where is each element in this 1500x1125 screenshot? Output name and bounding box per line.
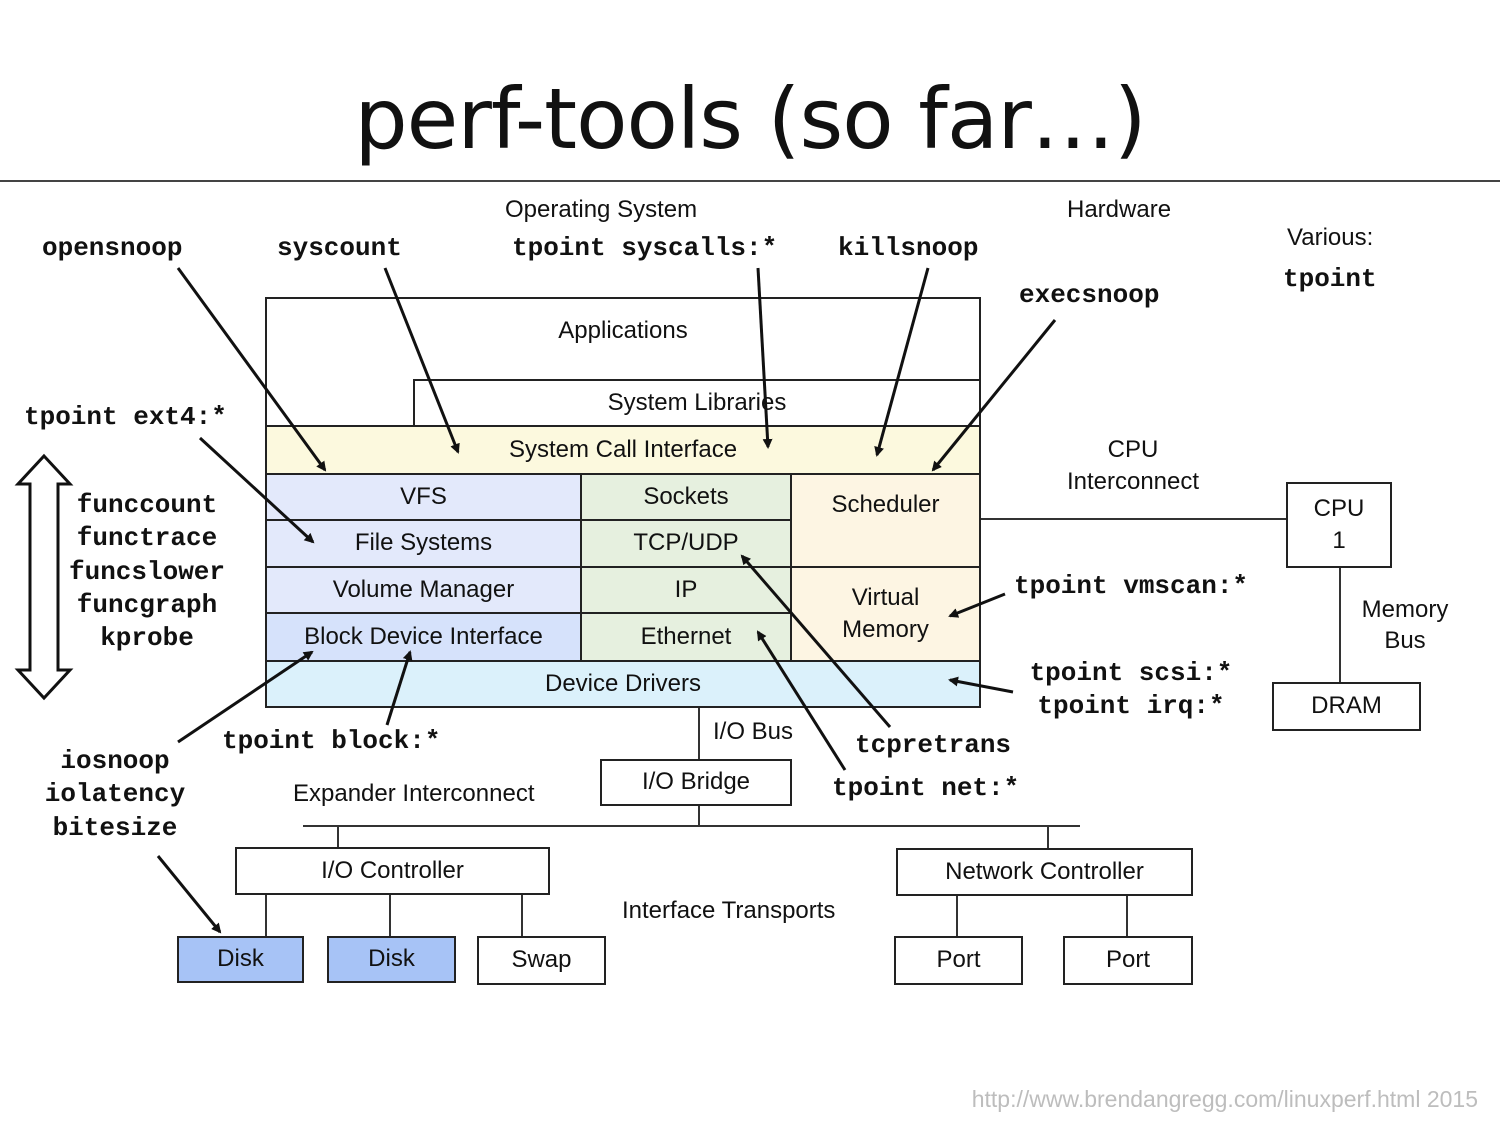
tool-functrace: functrace — [76, 523, 218, 554]
cpu-box: CPU 1 — [1286, 482, 1392, 568]
port-box-2: Port — [1063, 936, 1193, 985]
tool-tpoint-block: tpoint block:* — [222, 726, 441, 756]
tool-opensnoop: opensnoop — [42, 233, 183, 263]
operating-system-heading: Operating System — [505, 196, 698, 223]
tcp-udp-layer: TCP/UDP — [580, 519, 792, 568]
network-controller-label: Network Controller — [945, 857, 1144, 885]
system-libraries-label: System Libraries — [607, 388, 787, 416]
tool-tpoint-vmscan: tpoint vmscan:* — [1014, 571, 1249, 601]
tool-syscount: syscount — [277, 233, 402, 263]
scheduler-layer: Scheduler — [790, 473, 981, 568]
tool-funcslower: funcslower — [68, 556, 226, 587]
arrow-bitesize — [156, 855, 222, 934]
various-heading: Various: — [1287, 224, 1374, 251]
ethernet-layer: Ethernet — [580, 612, 792, 662]
cpu-interconnect-label: CPU Interconnect — [1058, 434, 1208, 499]
io-tools-list: iosnoop iolatency bitesize — [30, 745, 200, 845]
tool-killsnoop: killsnoop — [838, 233, 979, 263]
tool-execsnoop: execsnoop — [1019, 280, 1160, 310]
io-bus-label: I/O Bus — [713, 718, 794, 745]
virtual-memory-label-line1: Virtual — [851, 583, 920, 611]
arrow-killsnoop — [874, 267, 930, 457]
tool-kprobe: kprobe — [100, 623, 194, 654]
ip-layer: IP — [580, 566, 792, 614]
tcp-udp-label: TCP/UDP — [633, 529, 739, 557]
tool-funccount: funccount — [76, 490, 218, 520]
ethernet-label: Ethernet — [640, 622, 732, 650]
cpu-interconnect-line2: Interconnect — [1066, 468, 1200, 496]
tool-tpoint-irq: tpoint irq:* — [1037, 691, 1225, 722]
disk-label-1: Disk — [217, 945, 264, 973]
io-controller-box: I/O Controller — [235, 847, 550, 895]
vfs-label: VFS — [400, 482, 447, 510]
sockets-label: Sockets — [643, 482, 729, 510]
io-controller-label: I/O Controller — [321, 856, 464, 884]
system-call-interface-layer: System Call Interface — [265, 425, 981, 475]
tool-tcpretrans: tcpretrans — [855, 730, 1012, 760]
expander-interconnect-label: Expander Interconnect — [293, 780, 535, 807]
tool-tpoint: tpoint — [1283, 264, 1377, 294]
ip-label: IP — [674, 575, 698, 603]
scheduler-label: Scheduler — [831, 491, 940, 518]
tool-tpoint-scsi: tpoint scsi:* — [1029, 658, 1233, 688]
func-tools-list: funccount functrace funcslower funcgraph… — [62, 489, 232, 655]
swap-box: Swap — [477, 936, 606, 985]
arrow-tpoint-scsi — [948, 676, 1014, 694]
dram-box: DRAM — [1272, 682, 1421, 731]
arrow-syscount — [383, 267, 460, 454]
io-bridge-box: I/O Bridge — [600, 759, 792, 806]
arrow-tpoint-vmscan — [948, 592, 1006, 618]
arrow-iosnoop — [177, 650, 314, 744]
block-device-interface-label: Block Device Interface — [304, 622, 543, 650]
port-box-1: Port — [894, 936, 1023, 985]
tool-tpoint-ext4: tpoint ext4:* — [24, 402, 227, 432]
arrow-opensnoop — [176, 267, 327, 472]
tool-tpoint-net: tpoint net:* — [832, 773, 1020, 803]
double-arrow-icon — [14, 453, 74, 701]
slide-title: perf-tools (so far…) — [354, 70, 1146, 168]
disk-box-1: Disk — [177, 936, 304, 983]
sockets-layer: Sockets — [580, 473, 792, 521]
tool-funcgraph: funcgraph — [76, 589, 218, 620]
memory-bus-line1: Memory — [1361, 596, 1449, 623]
arrow-tcpretrans — [740, 554, 892, 728]
tool-iolatency: iolatency — [44, 779, 186, 810]
device-drivers-label: Device Drivers — [544, 669, 702, 697]
system-call-interface-label: System Call Interface — [508, 435, 738, 463]
scsi-irq-tools: tpoint scsi:* tpoint irq:* — [1016, 657, 1246, 724]
arrow-execsnoop — [931, 319, 1057, 472]
cpu-label-line1: CPU — [1313, 494, 1365, 522]
disk-box-2: Disk — [327, 936, 456, 983]
cpu-interconnect-line1: CPU — [1107, 436, 1159, 463]
tool-bitesize: bitesize — [52, 812, 178, 843]
hardware-heading: Hardware — [1067, 196, 1172, 223]
port-label-1: Port — [936, 946, 981, 974]
volume-manager-label: Volume Manager — [332, 575, 515, 603]
disk-label-2: Disk — [368, 945, 415, 973]
port-label-2: Port — [1105, 946, 1150, 974]
title-divider — [0, 180, 1500, 182]
memory-bus-line2: Bus — [1384, 627, 1426, 655]
dram-label: DRAM — [1311, 692, 1382, 720]
network-controller-box: Network Controller — [896, 848, 1193, 896]
tool-tpoint-syscalls: tpoint syscalls:* — [512, 233, 778, 263]
arrow-tpoint-ext4 — [198, 436, 315, 544]
arrow-tpoint-block — [385, 650, 413, 726]
file-systems-label: File Systems — [354, 529, 493, 557]
io-bridge-label: I/O Bridge — [641, 768, 751, 796]
source-footer: http://www.brendangregg.com/linuxperf.ht… — [971, 1086, 1478, 1112]
tool-iosnoop: iosnoop — [60, 746, 170, 776]
arrow-tpoint-net — [756, 630, 847, 771]
virtual-memory-label-line2: Memory — [842, 616, 929, 643]
cpu-label-line2: 1 — [1332, 527, 1346, 554]
memory-bus-label: Memory Bus — [1352, 594, 1458, 656]
device-drivers-layer: Device Drivers — [265, 660, 981, 708]
file-systems-layer: File Systems — [265, 519, 582, 568]
swap-label: Swap — [511, 946, 572, 974]
arrow-tpoint-syscalls — [756, 267, 773, 449]
applications-label: Applications — [558, 317, 688, 344]
interface-transports-label: Interface Transports — [622, 897, 836, 924]
